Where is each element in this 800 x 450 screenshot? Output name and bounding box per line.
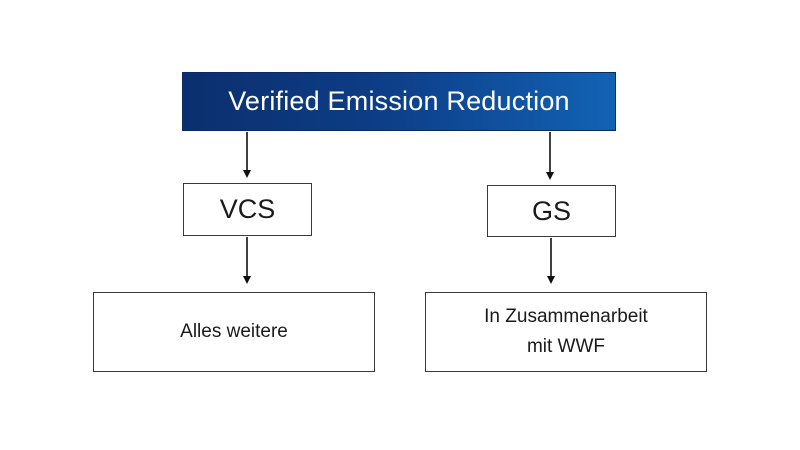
zusammenarbeit-line-2: mit WWF: [526, 336, 606, 357]
gs-box: GS: [487, 185, 616, 237]
root-label: Verified Emission Reduction: [228, 86, 570, 116]
zusammenarbeit-text: In Zusammenarbeit mit WWF: [484, 302, 648, 362]
vcs-label: VCS: [219, 194, 276, 224]
gs-label: GS: [531, 195, 571, 226]
zusammenarbeit-line-1: In Zusammenarbeit: [484, 306, 648, 327]
alles-weitere-box: Alles weitere: [93, 292, 375, 372]
verified-emission-reduction-box: Verified Emission Reduction: [182, 72, 616, 131]
vcs-box: VCS: [183, 183, 312, 236]
zusammenarbeit-box: In Zusammenarbeit mit WWF: [425, 292, 707, 372]
alles-weitere-label: Alles weitere: [180, 321, 288, 342]
